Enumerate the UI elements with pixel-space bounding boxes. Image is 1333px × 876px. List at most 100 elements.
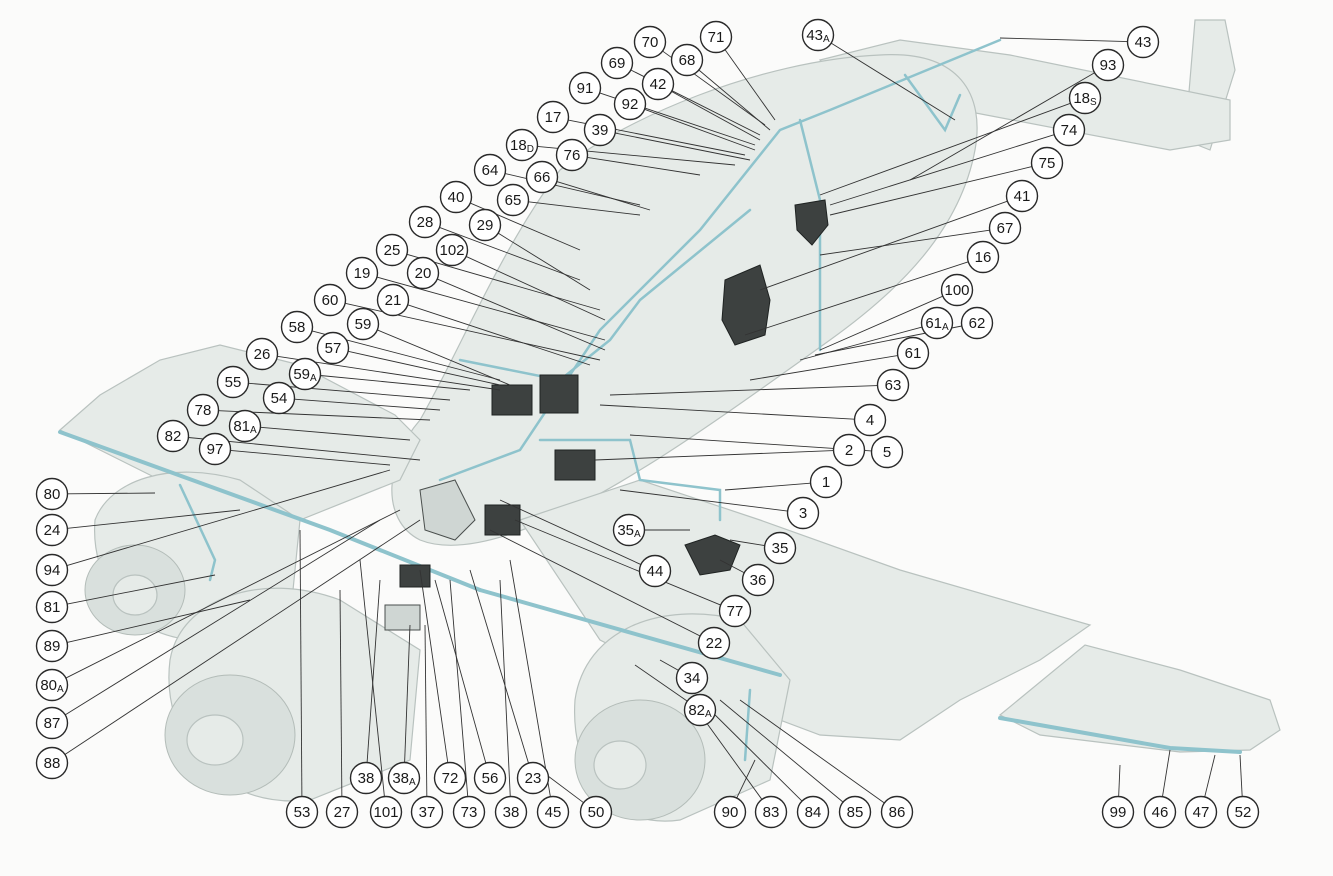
leader-line-36: [719, 559, 745, 574]
wire-cabin-branch: [458, 208, 752, 382]
callout-71: 71: [699, 20, 733, 54]
leader-line-92: [644, 108, 756, 151]
unit-battery-tray: [419, 479, 476, 541]
engine-left-outer-spinner: [112, 574, 158, 616]
callout-number: 36: [750, 572, 767, 589]
callout-number: 41: [1014, 188, 1031, 205]
callout-number: 71: [708, 29, 725, 46]
leader-line-75: [829, 166, 1033, 216]
callout-circle: [452, 795, 486, 829]
callout-39: 39: [583, 113, 617, 147]
callout-circle: [853, 403, 887, 437]
callout-circle: [633, 25, 667, 59]
callout-circle: [1101, 795, 1135, 829]
leader-line-37: [424, 624, 428, 797]
engine-left-inner-spinner: [186, 714, 244, 766]
callout-circle: [346, 307, 380, 341]
callout-circle: [838, 795, 872, 829]
callout-43a: 43A: [801, 18, 835, 52]
callout-76: 76: [555, 138, 589, 172]
callout-circle: [555, 138, 589, 172]
callout-circle: [35, 746, 69, 780]
leader-line-82a: [634, 664, 688, 702]
callout-circle: [468, 208, 502, 242]
callout-59a: 59A: [288, 357, 322, 391]
callout-suffix: A: [634, 529, 641, 540]
callout-67: 67: [988, 211, 1022, 245]
callout-circle: [754, 795, 788, 829]
callout-circle: [880, 795, 914, 829]
callout-24: 24: [35, 513, 69, 547]
callout-60: 60: [313, 283, 347, 317]
callout-circle: [349, 761, 383, 795]
callout-65: 65: [496, 183, 530, 217]
callout-number: 19: [354, 265, 371, 282]
callout-circle: [801, 18, 835, 52]
callout-number: 74: [1061, 122, 1078, 139]
callout-circle: [35, 553, 69, 587]
callout-circle: [387, 761, 421, 795]
callout-circle: [796, 795, 830, 829]
leader-line-3: [619, 489, 788, 512]
leader-line-99: [1118, 764, 1121, 797]
callout-circle: [505, 128, 539, 162]
callout-number: 100: [944, 282, 969, 299]
callout-suffix: A: [942, 322, 949, 333]
callout-59: 59: [346, 307, 380, 341]
callout-100: 100: [940, 273, 974, 307]
callout-90: 90: [713, 795, 747, 829]
callout-62: 62: [960, 306, 994, 340]
unit-center-c: [554, 449, 596, 481]
callout-38a-top: 38: [349, 761, 383, 795]
callout-22: 22: [697, 626, 731, 660]
callout-circle: [920, 306, 954, 340]
callout-circle: [316, 331, 350, 365]
callout-number: 50: [588, 804, 605, 821]
callout-circle: [536, 100, 570, 134]
leader-line-90: [736, 759, 756, 799]
leader-line-46: [1162, 749, 1171, 797]
callout-72: 72: [433, 761, 467, 795]
callout-number: 59: [355, 316, 372, 333]
callout-number: 35: [772, 540, 789, 557]
leader-line-27: [339, 589, 343, 797]
leader-line-45: [509, 559, 551, 797]
callout-circle: [870, 435, 904, 469]
callout-85: 85: [838, 795, 872, 829]
callout-circle: [245, 337, 279, 371]
leader-line-4: [599, 404, 855, 420]
callout-number: 47: [1193, 804, 1210, 821]
callout-circle: [345, 256, 379, 290]
callout-80a: 80A: [35, 668, 69, 702]
callout-circle: [1184, 795, 1218, 829]
callout-circle: [406, 256, 440, 290]
callout-number: 81: [44, 599, 61, 616]
callout-number: 2: [845, 442, 853, 459]
leader-line-35: [729, 539, 765, 546]
callout-number: 84: [805, 804, 822, 821]
leader-line-81: [67, 574, 216, 605]
callout-58: 58: [280, 310, 314, 344]
leader-line-44: [499, 499, 642, 565]
callout-number: 66: [534, 169, 551, 186]
unit-rear-large: [721, 264, 771, 346]
callout-number: 92: [622, 96, 639, 113]
callout-circle: [683, 693, 717, 727]
callout-circle: [376, 283, 410, 317]
callout-circle: [525, 160, 559, 194]
callout-46: 46: [1143, 795, 1177, 829]
leader-line-43a: [830, 42, 956, 121]
wire-tail-branch: [903, 73, 962, 133]
callout-circle: [1068, 81, 1102, 115]
leader-line-43: [999, 37, 1128, 43]
leader-line-22: [489, 529, 701, 637]
leader-line-38b: [499, 579, 511, 797]
leader-line-77: [514, 519, 721, 606]
callout-number: 64: [482, 162, 499, 179]
callout-20: 20: [406, 256, 440, 290]
callout-number: 20: [415, 265, 432, 282]
callout-61: 61: [896, 336, 930, 370]
leader-line-78: [218, 410, 431, 421]
leader-line-34: [659, 659, 679, 671]
callout-number: 90: [722, 804, 739, 821]
